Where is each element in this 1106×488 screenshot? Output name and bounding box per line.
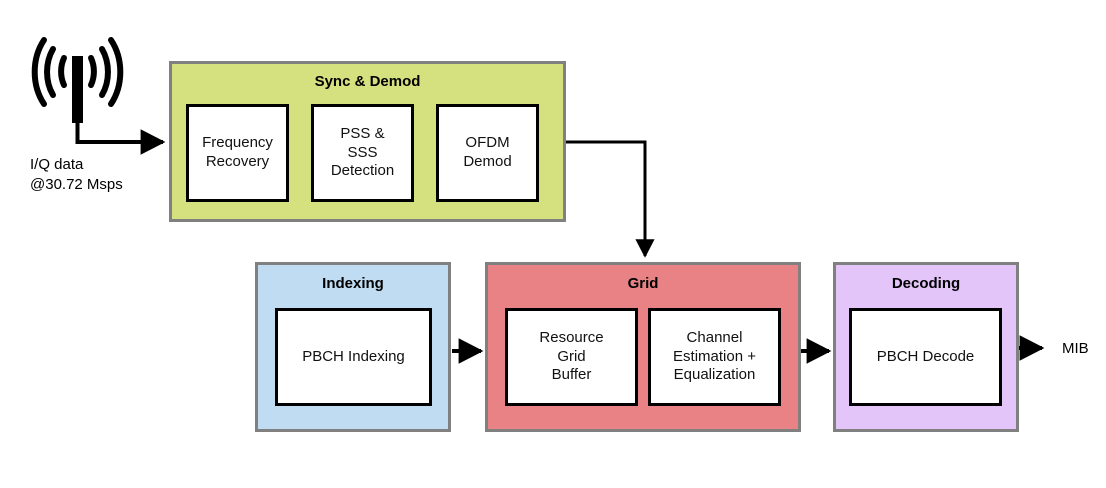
block-pbch-indexing[interactable]: PBCH Indexing xyxy=(275,308,432,406)
connector-antenna-to-sync xyxy=(75,123,166,155)
block-ofdm-demod[interactable]: OFDM Demod xyxy=(436,104,539,202)
group-title-indexing: Indexing xyxy=(322,275,384,292)
block-frequency-recovery[interactable]: Frequency Recovery xyxy=(186,104,289,202)
block-channel-estimation-equalization[interactable]: Channel Estimation + Equalization xyxy=(648,308,781,406)
block-pss-sss-detection[interactable]: PSS & SSS Detection xyxy=(311,104,414,202)
source-label: I/Q data @30.72 Msps xyxy=(30,156,123,193)
block-pbch-decode[interactable]: PBCH Decode xyxy=(849,308,1002,406)
group-title-grid: Grid xyxy=(627,275,659,292)
block-resource-grid-buffer[interactable]: Resource Grid Buffer xyxy=(505,308,638,406)
group-title-sync-demod: Sync & Demod xyxy=(314,73,421,90)
output-label-mib: MIB xyxy=(1062,340,1089,357)
group-title-decoding: Decoding xyxy=(891,275,961,292)
